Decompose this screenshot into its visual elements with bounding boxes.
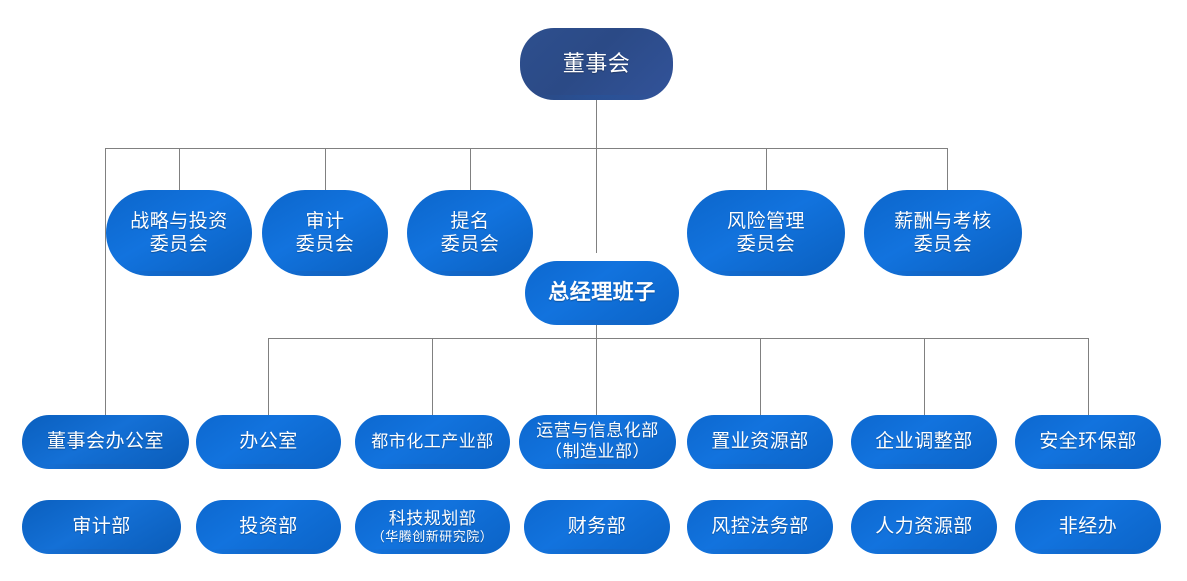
node-label-line1: 人力资源部 [875, 516, 973, 538]
node-label-line1: 战略与投资 [130, 210, 228, 232]
node-dept-tech-planning[interactable]: 科技规划部 （华腾创新研究院） [355, 500, 510, 554]
node-committee-risk-management[interactable]: 风险管理 委员会 [687, 190, 845, 276]
connector-drop-committee-4 [766, 148, 767, 190]
node-dept-finance[interactable]: 财务部 [524, 500, 670, 554]
node-label-line1: 非经办 [1058, 516, 1118, 538]
connector-board-down [596, 100, 597, 148]
node-committee-nomination[interactable]: 提名 委员会 [407, 190, 533, 276]
node-dept-risk-control-legal[interactable]: 风控法务部 [687, 500, 833, 554]
node-label-line1: 风控法务部 [711, 516, 809, 538]
node-label-line1: 投资部 [239, 516, 298, 538]
connector-committee-bus [105, 148, 948, 149]
connector-drop-dept-7 [1088, 338, 1089, 415]
node-label-line1: 科技规划部 [388, 508, 477, 528]
node-label-line2: 委员会 [913, 234, 973, 255]
connector-drop-committee-2 [325, 148, 326, 190]
node-label-line1: 审计部 [72, 516, 131, 538]
node-label-line1: 安全环保部 [1039, 431, 1137, 453]
connector-drop-dept-3 [432, 338, 433, 415]
node-label-line1: 财务部 [567, 516, 627, 538]
node-dept-operations-informatization[interactable]: 运营与信息化部 （制造业部） [519, 415, 676, 469]
connector-drop-committee-1 [179, 148, 180, 190]
node-label-line1: 办公室 [239, 431, 298, 453]
node-committee-compensation-assessment[interactable]: 薪酬与考核 委员会 [864, 190, 1022, 276]
node-dept-non-operating-office[interactable]: 非经办 [1015, 500, 1161, 554]
connector-drop-dept-6 [924, 338, 925, 415]
node-dept-board-office[interactable]: 董事会办公室 [22, 415, 189, 469]
node-label-line2: （制造业部） [545, 442, 650, 461]
node-label-line2: 委员会 [149, 234, 209, 255]
node-dept-investment[interactable]: 投资部 [196, 500, 341, 554]
connector-drop-committee-5 [947, 148, 948, 190]
connector-drop-dept-4 [596, 338, 597, 415]
node-label: 总经理班子 [548, 280, 656, 305]
node-label-line1: 董事会办公室 [46, 431, 164, 453]
node-label-line1: 置业资源部 [711, 431, 809, 453]
connector-drop-dept-2 [268, 338, 269, 415]
node-label-line1: 运营与信息化部 [536, 421, 659, 441]
node-label-line1: 审计 [305, 210, 345, 232]
node-label-line1: 都市化工产业部 [371, 431, 494, 451]
connector-board-office-rail [105, 148, 106, 415]
node-label-line1: 提名 [450, 210, 490, 232]
connector-bus-to-gm [596, 148, 597, 253]
node-label: 董事会 [562, 50, 631, 76]
node-dept-safety-environmental[interactable]: 安全环保部 [1015, 415, 1161, 469]
node-label-line1: 薪酬与考核 [894, 210, 992, 232]
node-committee-audit[interactable]: 审计 委员会 [262, 190, 388, 276]
connector-gm-down [596, 325, 597, 338]
node-dept-property-resources[interactable]: 置业资源部 [687, 415, 833, 469]
node-label-line2: 委员会 [295, 234, 355, 255]
node-label-line1: 企业调整部 [875, 431, 973, 453]
node-committee-strategy-investment[interactable]: 战略与投资 委员会 [106, 190, 252, 276]
node-dept-urban-chemical-industry[interactable]: 都市化工产业部 [355, 415, 510, 469]
node-dept-human-resources[interactable]: 人力资源部 [851, 500, 997, 554]
node-label-line2: （华腾创新研究院） [371, 529, 494, 545]
connector-department-bus [268, 338, 1089, 339]
node-label-line2: 委员会 [736, 234, 796, 255]
node-dept-enterprise-restructuring[interactable]: 企业调整部 [851, 415, 997, 469]
connector-drop-committee-3 [470, 148, 471, 190]
node-dept-office[interactable]: 办公室 [196, 415, 341, 469]
node-label-line1: 风险管理 [726, 210, 805, 232]
node-board-of-directors[interactable]: 董事会 [520, 28, 673, 100]
node-general-manager-team[interactable]: 总经理班子 [525, 261, 679, 325]
node-dept-audit[interactable]: 审计部 [22, 500, 181, 554]
node-label-line2: 委员会 [440, 234, 500, 255]
connector-drop-dept-5 [760, 338, 761, 415]
